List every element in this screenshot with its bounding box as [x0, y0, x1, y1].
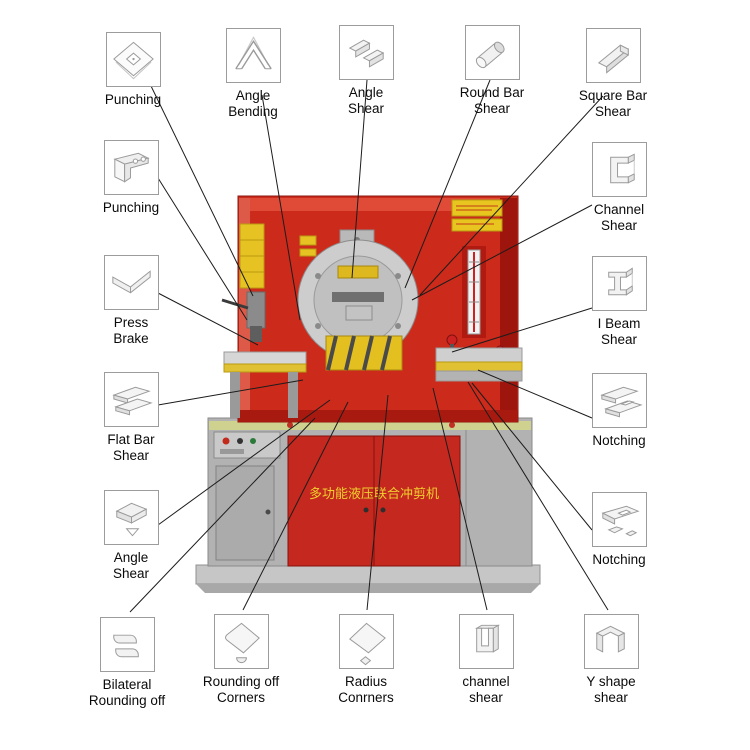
callout-rounding-corners: Rounding off Corners: [183, 614, 299, 706]
callout-label: Press Brake: [113, 315, 149, 346]
connector-lines: [129, 79, 609, 613]
callout-round-bar-shear: Round Bar Shear: [434, 25, 550, 117]
callout-label: Angle Bending: [228, 88, 278, 119]
callout-angle-shear-top: Angle Shear: [308, 25, 424, 117]
bilateral-rounding-icon: [99, 617, 155, 672]
callout-punching-2: Punching: [73, 140, 189, 216]
notching-plates-icon: [591, 373, 647, 428]
callout-notching-1: Notching: [561, 373, 677, 449]
callout-label: Flat Bar Shear: [107, 432, 155, 463]
flat-bar-icon: [103, 372, 159, 427]
callout-label: Notching: [592, 433, 646, 448]
machine-body: 多功能液压联合冲剪机: [195, 195, 541, 593]
callout-punching-1: Punching: [75, 32, 191, 108]
u-channel-icon: [458, 614, 514, 669]
callout-label: Angle Shear: [112, 550, 150, 581]
angle-piece-icon: [103, 490, 159, 545]
radius-corner-icon: [338, 614, 394, 669]
channel-profile-icon: [591, 142, 647, 197]
callout-label: Punching: [102, 200, 160, 215]
callout-square-bar-shear: Square Bar Shear: [555, 28, 671, 120]
rounded-corner-icon: [213, 614, 269, 669]
callout-label: Punching: [104, 92, 162, 107]
callout-label: channel shear: [462, 674, 510, 705]
y-profile-icon: [583, 614, 639, 669]
callout-label: Rounding off Corners: [202, 674, 280, 705]
punching-channel-icon: [103, 140, 159, 195]
callout-label: I Beam Shear: [597, 316, 641, 347]
press-brake-icon: [103, 255, 159, 310]
machine-nameplate: 多功能液压联合冲剪机: [309, 486, 439, 501]
callout-channel-shear-bottom: channel shear: [428, 614, 544, 706]
callout-label: Radius Conrners: [338, 674, 394, 705]
callout-angle-shear-left: Angle Shear: [73, 490, 189, 582]
callout-notching-2: Notching: [561, 492, 677, 568]
i-beam-icon: [591, 256, 647, 311]
callout-press-brake: Press Brake: [73, 255, 189, 347]
punching-plate-icon: [105, 32, 161, 87]
callout-radius-corners: Radius Conrners: [308, 614, 424, 706]
callout-i-beam-shear: I Beam Shear: [561, 256, 677, 348]
callout-label: Square Bar Shear: [578, 88, 648, 119]
square-bar-icon: [585, 28, 641, 83]
callout-label: Y shape shear: [586, 674, 636, 705]
round-bar-icon: [464, 25, 520, 80]
callout-label: Round Bar Shear: [459, 85, 525, 116]
callout-label: Channel Shear: [593, 202, 645, 233]
angle-shear-icon: [338, 25, 394, 80]
callout-label: Angle Shear: [347, 85, 385, 116]
callout-y-shape-shear: Y shape shear: [553, 614, 669, 706]
callout-angle-bending: Angle Bending: [195, 28, 311, 120]
callout-flat-bar-shear: Flat Bar Shear: [73, 372, 189, 464]
angle-bending-icon: [225, 28, 281, 83]
callout-label: Bilateral Rounding off: [88, 677, 166, 708]
callout-label: Notching: [592, 552, 646, 567]
notched-plate-icon: [591, 492, 647, 547]
callout-channel-shear: Channel Shear: [561, 142, 677, 234]
callout-bilateral-rounding: Bilateral Rounding off: [69, 617, 185, 709]
